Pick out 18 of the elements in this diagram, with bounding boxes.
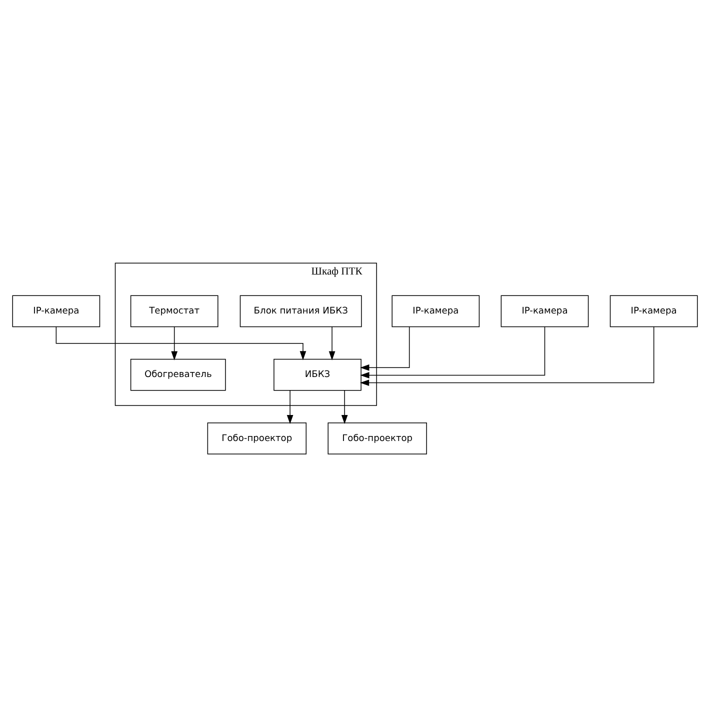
node-box: Блок питания ИБКЗ xyxy=(240,294,362,327)
node-box: Обогреватель xyxy=(130,358,226,390)
arrow xyxy=(341,390,348,424)
node-box: IP-камера xyxy=(500,294,589,327)
arrow xyxy=(360,326,410,370)
arrow xyxy=(56,326,306,360)
node-box: IP-камера xyxy=(610,294,698,327)
node-box: ИБКЗ xyxy=(274,358,362,390)
arrow xyxy=(328,326,336,360)
arrow xyxy=(360,326,654,386)
arrow xyxy=(171,326,178,360)
arrow xyxy=(286,390,294,424)
node-box: IP-камера xyxy=(12,294,100,327)
node-box: Термостат xyxy=(130,294,218,327)
arrow xyxy=(360,326,546,378)
node-box: Гобо-проектор xyxy=(207,422,307,454)
node-box: IP-камера xyxy=(392,294,480,327)
node-box: Гобо-проектор xyxy=(328,422,427,454)
